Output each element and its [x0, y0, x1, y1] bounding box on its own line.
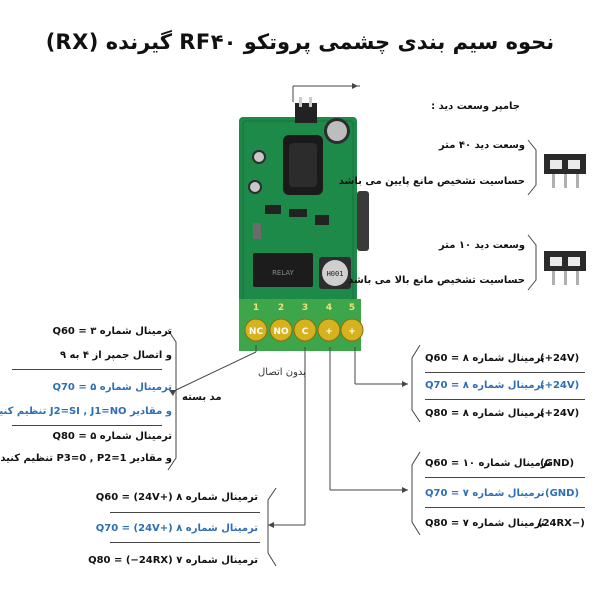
- jumper-far-sensitivity: حساسیت تشخیص مانع پایین می باشد: [338, 176, 525, 187]
- terminal-number-3: 3: [302, 303, 308, 313]
- jumper-far-icon: [544, 154, 586, 188]
- gnd-q70-volt: (GND): [545, 488, 580, 499]
- jumper-near-sensitivity: حساسیت تشخیص مانع بالا می باشد: [348, 275, 525, 286]
- nc-q80-line1: ترمینال شماره ۵ = Q80: [52, 431, 172, 442]
- nc-q60-line1: ترمینال شماره ۳ = Q60: [52, 326, 172, 337]
- c-q80: ترمینال شماره ۷ (24RX−) = Q80: [88, 555, 258, 566]
- plus-q70-text: ترمینال شماره ۸ = Q70: [425, 380, 545, 391]
- nc-q80-line2: و مقادیر P3=0 , P2=1 تنظیم کنید.: [0, 453, 172, 464]
- gnd-q60-text: ترمینال شماره ۱۰ = Q60: [425, 458, 551, 469]
- pcb-board: RELAY H001 1 2 3 4 5 NC NO C + +: [239, 97, 369, 351]
- closed-mode-label: مد بسته: [182, 392, 222, 403]
- plus-q60-volt: (+24V): [540, 353, 580, 364]
- terminal-number-5: 5: [349, 303, 355, 313]
- nc-q70-line1: ترمینال شماره ۵ = Q70: [52, 382, 172, 393]
- jumper-near-icon: [544, 251, 586, 285]
- no-connection-label: بدون اتصال: [258, 367, 306, 378]
- svg-text:RELAY: RELAY: [272, 269, 295, 277]
- plus-q80-volt: (+24V): [540, 408, 580, 419]
- chip-label: H001: [327, 270, 344, 278]
- terminal-number-2: 2: [278, 303, 284, 313]
- jumper-heading: جامپر وسعت دید :: [431, 101, 520, 112]
- page-title: نحوه سیم بندی چشمی پروتکو RF۴۰ گیرنده (R…: [45, 30, 555, 54]
- plus-q60-text: ترمینال شماره ۸ = Q60: [425, 353, 545, 364]
- terminal-label-plus-1: +: [325, 327, 333, 337]
- gnd-q80-text: ترمینال شماره ۷ = Q80: [425, 518, 545, 529]
- relay: [253, 253, 313, 287]
- terminal-screw-1: [244, 318, 268, 342]
- c-q70: ترمینال شماره ۸ (+24V) = Q70: [95, 523, 258, 534]
- gnd-q80-volt: (24RX−): [538, 518, 585, 529]
- terminal-number-1: 1: [253, 303, 259, 313]
- terminal-screw-5: [340, 318, 364, 342]
- c-q60: ترمینال شماره ۸ (+24V) = Q60: [95, 492, 258, 503]
- terminal-number-4: 4: [326, 303, 332, 313]
- terminal-label-no: NO: [273, 327, 289, 337]
- jumper-far-range: وسعت دید ۴۰ متر: [438, 140, 525, 151]
- terminal-screw-3: [293, 318, 317, 342]
- nc-q60-line2: و اتصال جمپر از ۴ به ۹: [59, 350, 172, 361]
- nc-q70-line2: و مقادیر J2=SI , J1=NO تنظیم کنید.: [0, 406, 172, 417]
- terminal-screw-4: [317, 318, 341, 342]
- gnd-q70-text: ترمینال شماره ۷ = Q70: [425, 488, 545, 499]
- jumper-header: [295, 103, 317, 123]
- terminal-label-nc: NC: [249, 327, 264, 337]
- plus-q80-text: ترمینال شماره ۸ = Q80: [425, 408, 545, 419]
- jumper-near-range: وسعت دید ۱۰ متر: [438, 240, 525, 251]
- terminal-screw-2: [269, 318, 293, 342]
- terminal-label-plus-2: +: [348, 327, 356, 337]
- gnd-q60-volt: (GND): [540, 458, 575, 469]
- terminal-label-c: C: [302, 327, 309, 337]
- plus-q70-volt: (+24V): [540, 380, 580, 391]
